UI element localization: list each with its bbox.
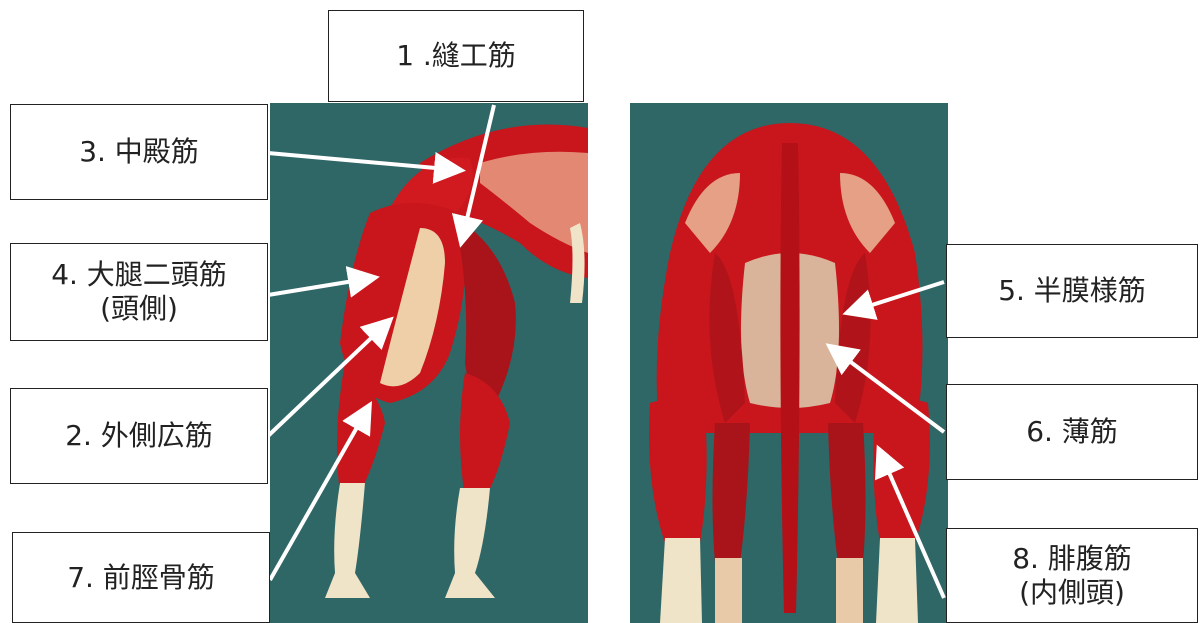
lateral-hindlimb-illustration: [270, 103, 588, 623]
right-lower-leg: [876, 538, 918, 623]
label-gracilis: 6. 薄筋: [946, 384, 1198, 480]
left-inner-lower-leg: [715, 558, 742, 623]
lateral-view-image: [270, 103, 588, 623]
label-gastrocnemius: 8. 腓腹筋 (内側頭): [946, 528, 1198, 623]
left-lower-leg: [660, 538, 702, 623]
label-vastus-lateralis: 2. 外側広筋: [10, 388, 268, 484]
caudal-hindlimb-illustration: [630, 103, 948, 623]
caudal-view-image: [630, 103, 948, 623]
label-tibialis-cranialis: 7. 前脛骨筋: [12, 532, 270, 623]
label-biceps-femoris: 4. 大腿二頭筋 (頭側): [10, 243, 268, 341]
label-semimembranosus: 5. 半膜様筋: [946, 244, 1198, 338]
right-inner-leg: [828, 423, 866, 563]
right-inner-lower-leg: [836, 558, 863, 623]
tail: [780, 143, 799, 613]
caudal-thigh-muscle: [455, 218, 516, 403]
crus-back-muscle: [460, 373, 510, 498]
left-inner-leg: [713, 423, 751, 563]
label-sartorius: 1 .縫工筋: [328, 10, 584, 102]
front-lower-leg: [325, 483, 370, 598]
right-leg-muscle: [873, 400, 929, 543]
left-leg-muscle: [649, 400, 707, 543]
label-gluteus-medius: 3. 中殿筋: [10, 104, 268, 200]
rear-lower-leg: [445, 488, 495, 598]
